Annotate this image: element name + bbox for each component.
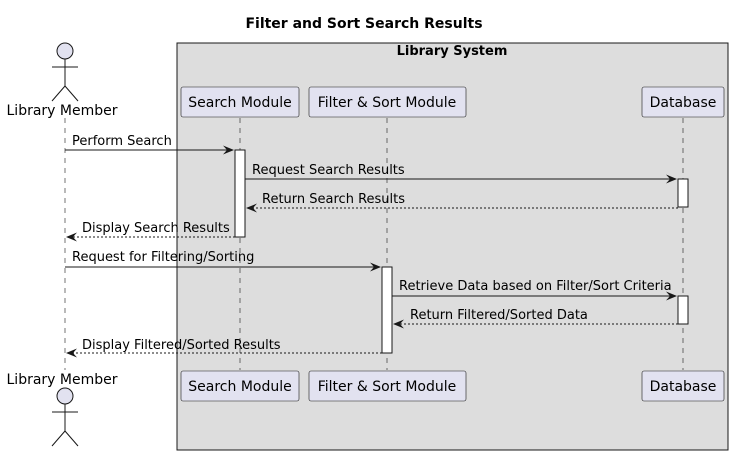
participant-label: Search Module <box>188 379 291 395</box>
participant-database-top: Database <box>641 86 725 118</box>
message-request-filtering-sorting: Request for Filtering/Sorting <box>65 250 381 272</box>
activation-database-1 <box>677 178 689 208</box>
actor-member-label-top: Library Member <box>7 103 118 119</box>
message-display-filtered-results: Display Filtered/Sorted Results <box>66 338 382 358</box>
message-request-search-results: Request Search Results <box>245 163 677 184</box>
participant-search-module-top: Search Module <box>180 86 300 118</box>
message-label: Return Search Results <box>262 192 405 207</box>
participant-label: Database <box>650 95 717 111</box>
message-label: Display Search Results <box>82 221 230 236</box>
participant-database-bottom: Database <box>641 370 725 402</box>
actor-member-label-bottom: Library Member <box>7 372 118 388</box>
message-label: Return Filtered/Sorted Data <box>410 308 588 323</box>
message-display-search-results: Display Search Results <box>66 221 235 242</box>
participant-filter-sort-module-bottom: Filter & Sort Module <box>308 370 467 402</box>
participant-label: Filter & Sort Module <box>318 379 457 395</box>
message-return-search-results: Return Search Results <box>246 192 678 213</box>
activation-database-2 <box>677 295 689 325</box>
participant-label: Search Module <box>188 95 291 111</box>
participant-label: Filter & Sort Module <box>318 95 457 111</box>
message-retrieve-data: Retrieve Data based on Filter/Sort Crite… <box>392 279 677 301</box>
actor-member-bottom: Library Member <box>7 372 118 447</box>
actor-member-top: Library Member <box>7 42 118 119</box>
message-label: Request Search Results <box>252 163 405 178</box>
participant-label: Database <box>650 379 717 395</box>
actor-head-icon <box>56 42 74 60</box>
message-perform-search: Perform Search <box>65 134 234 155</box>
activation-search-module <box>234 149 246 238</box>
participant-filter-sort-module-top: Filter & Sort Module <box>308 86 467 118</box>
library-system-label: Library System <box>397 44 508 59</box>
actor-head-icon <box>56 387 74 405</box>
message-return-filtered-data: Return Filtered/Sorted Data <box>393 308 678 329</box>
message-label: Request for Filtering/Sorting <box>72 250 254 265</box>
activation-filter-sort-module <box>381 266 393 354</box>
participant-search-module-bottom: Search Module <box>180 370 300 402</box>
diagram-title: Filter and Sort Search Results <box>245 16 482 32</box>
message-label: Perform Search <box>72 134 172 149</box>
message-label: Display Filtered/Sorted Results <box>82 338 281 353</box>
message-label: Retrieve Data based on Filter/Sort Crite… <box>399 279 672 294</box>
